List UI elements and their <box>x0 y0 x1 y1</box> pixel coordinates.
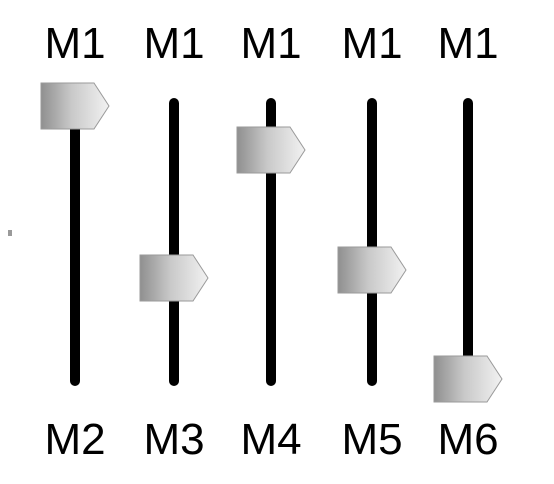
slider-1-handle[interactable] <box>40 82 110 130</box>
slider-3-top-label: M1 <box>240 19 302 68</box>
slider-5-handle[interactable] <box>433 355 503 403</box>
slider-handle-shape-icon <box>236 126 306 174</box>
slider-2-top-label: M1 <box>143 19 205 68</box>
slider-2-handle[interactable] <box>139 254 209 302</box>
slider-1-track[interactable] <box>70 98 80 386</box>
slider-5-bottom-label: M6 <box>437 415 499 464</box>
slider-2-track[interactable] <box>169 98 179 386</box>
slider-handle-shape-icon <box>40 82 110 130</box>
slider-1-bottom-label: M2 <box>44 415 106 464</box>
slider-3-handle[interactable] <box>236 126 306 174</box>
slider-handle-shape-icon <box>433 355 503 403</box>
slider-5-track[interactable] <box>463 98 473 386</box>
slider-2-bottom-label: M3 <box>143 415 205 464</box>
slider-4-bottom-label: M5 <box>341 415 403 464</box>
slider-handle-shape-icon <box>337 246 407 294</box>
slider-3-track[interactable] <box>266 98 276 386</box>
slider-4-top-label: M1 <box>341 19 403 68</box>
slider-1-top-label: M1 <box>44 19 106 68</box>
slider-5-top-label: M1 <box>437 19 499 68</box>
slider-4-track[interactable] <box>367 98 377 386</box>
slider-4-handle[interactable] <box>337 246 407 294</box>
slider-handle-shape-icon <box>139 254 209 302</box>
stray-mark <box>8 230 12 236</box>
slider-3-bottom-label: M4 <box>240 415 302 464</box>
